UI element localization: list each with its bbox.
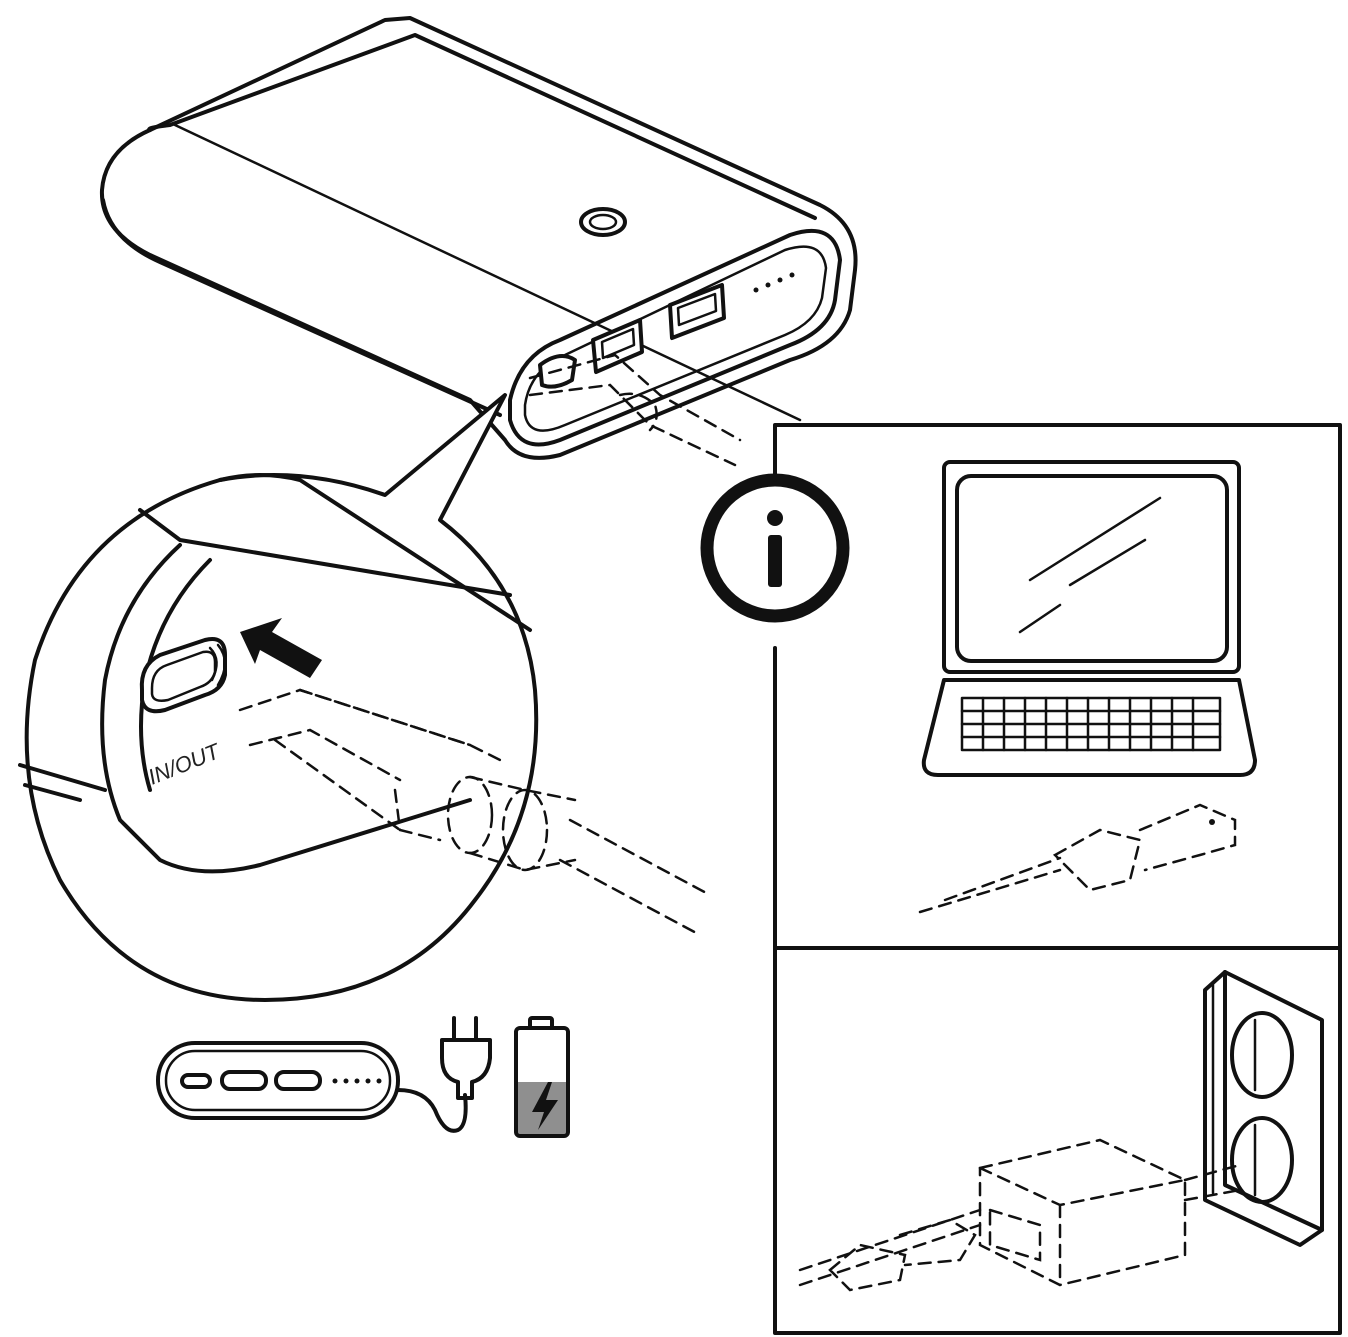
plug-icon	[440, 1016, 492, 1100]
wall-outlet-icon	[1203, 970, 1324, 1247]
power-bank	[99, 16, 858, 467]
battery-charging-icon	[514, 1016, 570, 1138]
small-power-bank	[156, 1041, 468, 1133]
info-icon	[700, 473, 850, 623]
power-adapter-icon	[798, 1138, 1242, 1292]
insert-arrow-icon	[240, 618, 322, 678]
option-panels	[773, 423, 1342, 1335]
laptop-cable	[918, 803, 1237, 914]
laptop-icon	[921, 460, 1257, 777]
zoom-callout: IN/OUT	[18, 393, 712, 1002]
